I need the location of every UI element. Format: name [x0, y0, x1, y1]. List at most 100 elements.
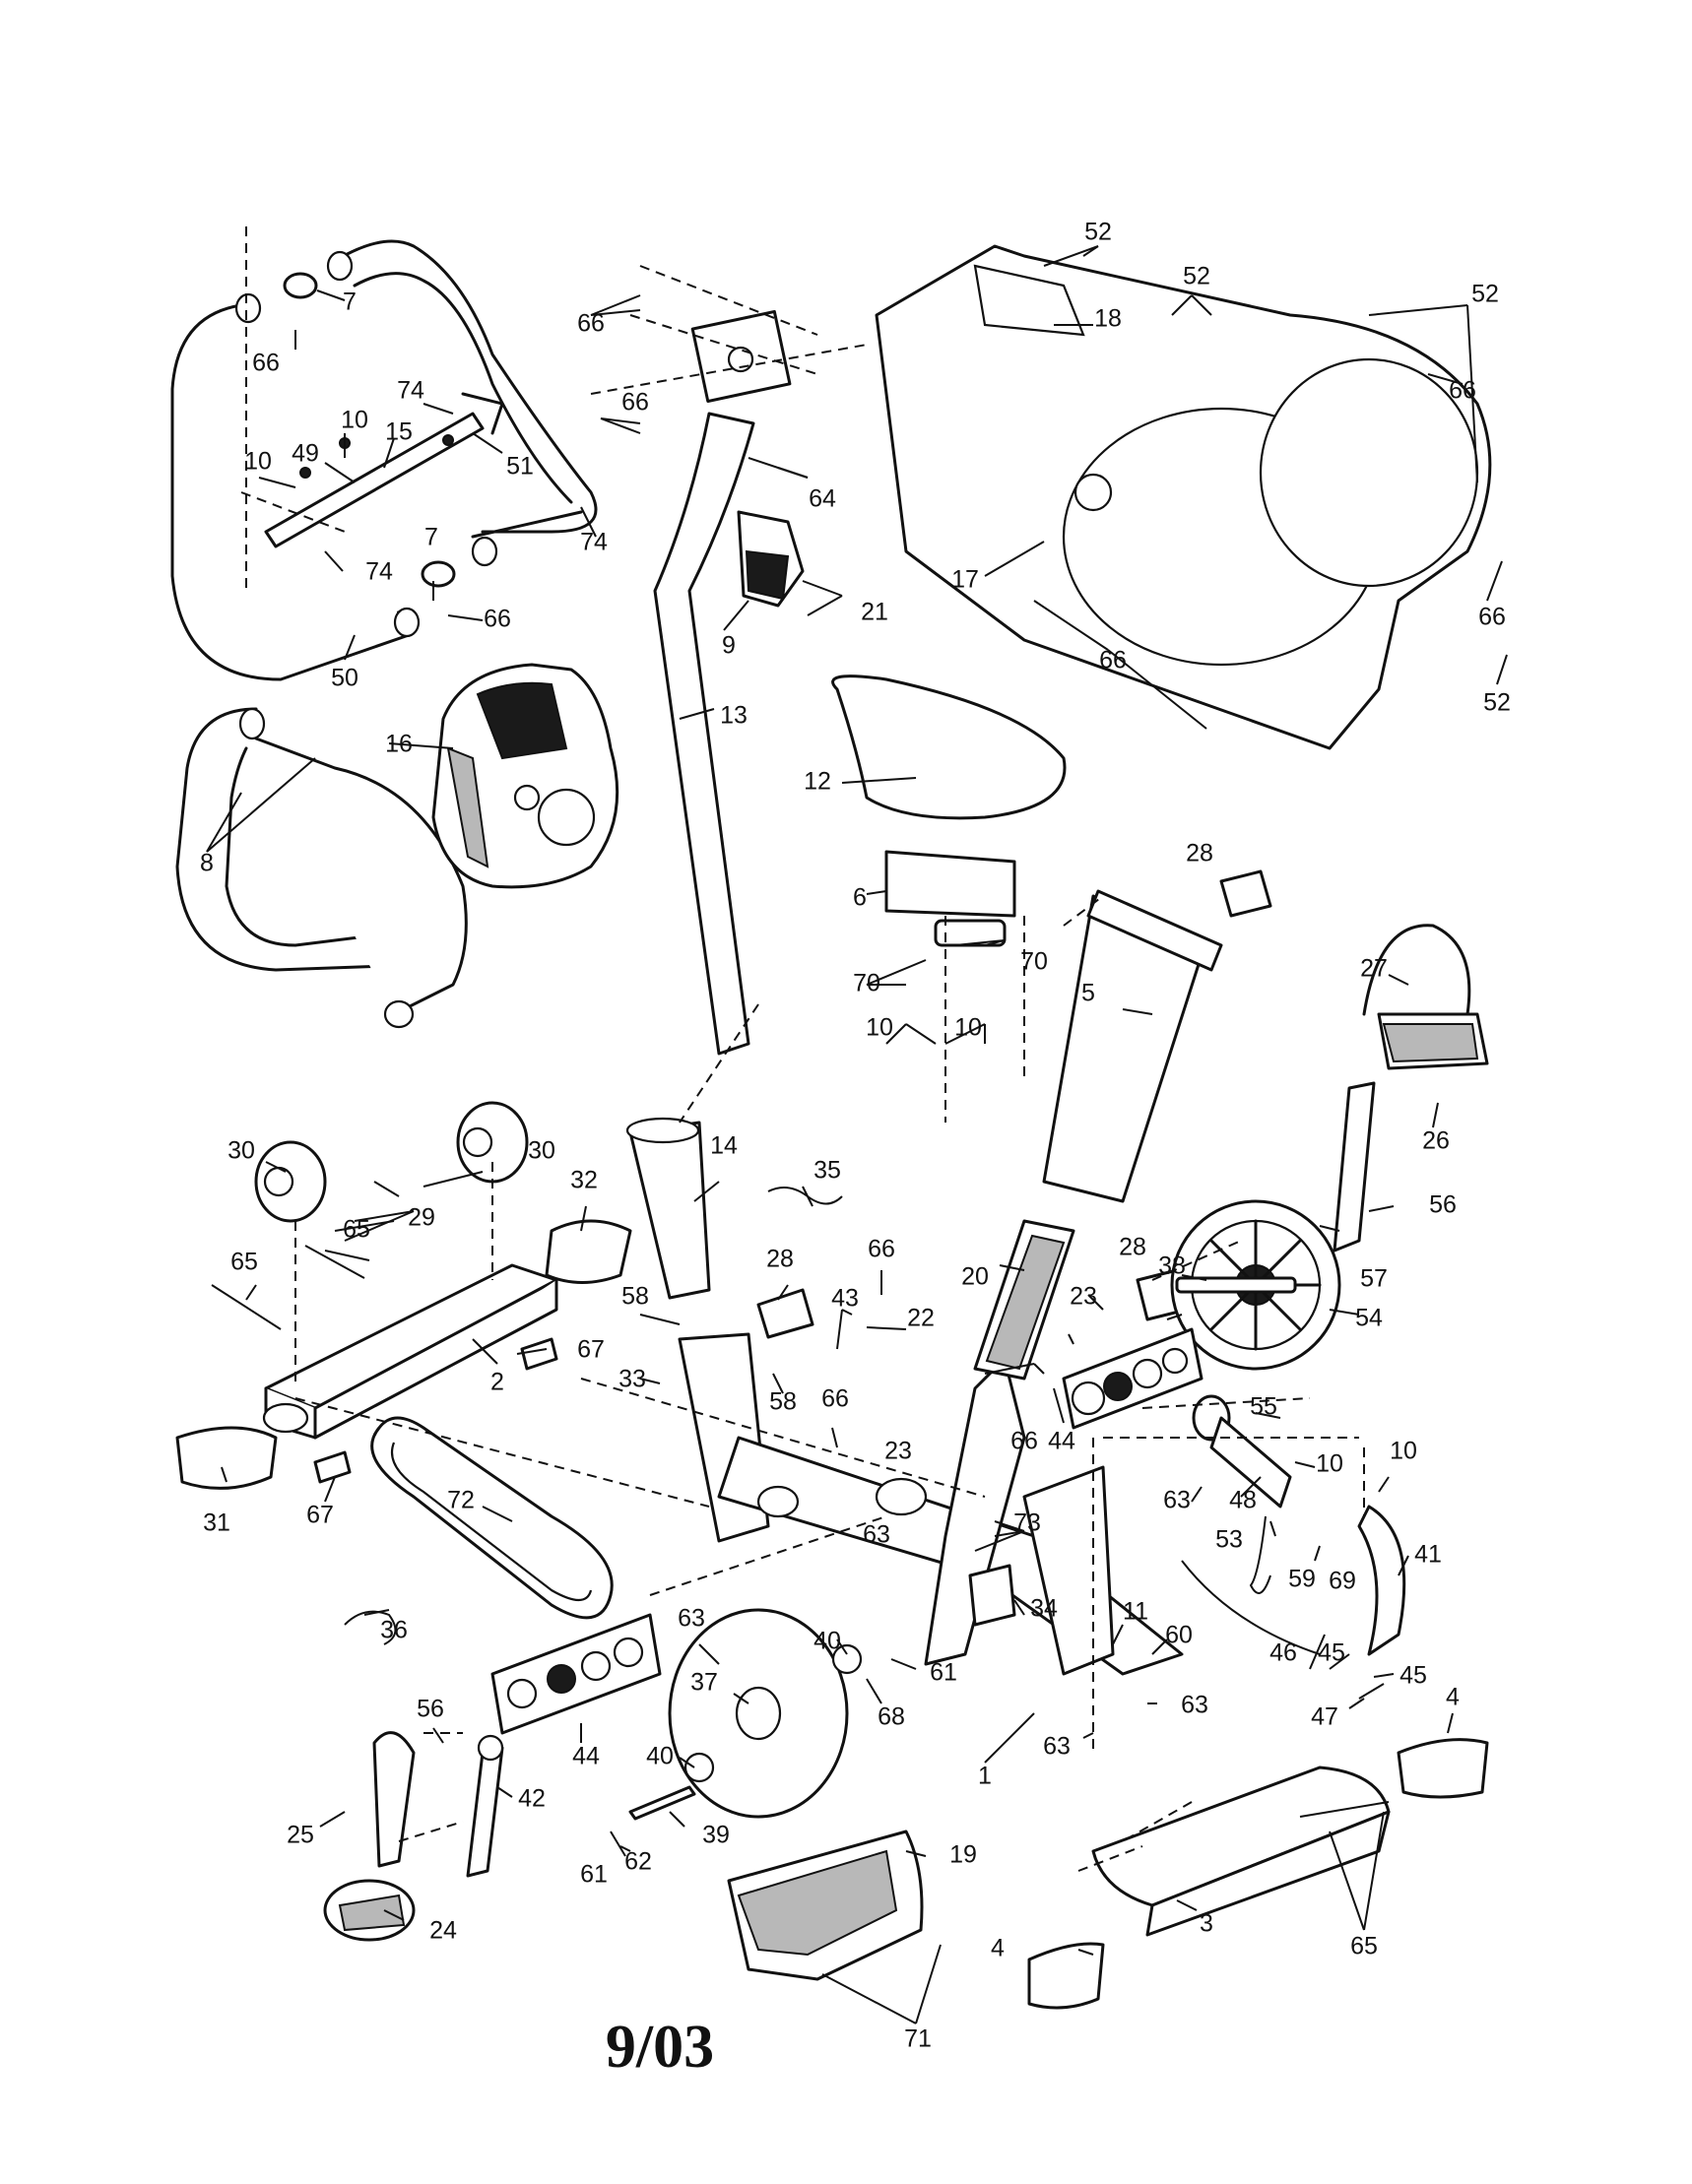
callout-31: 31 — [203, 1510, 230, 1537]
callout-7: 7 — [424, 524, 438, 551]
callout-59: 59 — [1288, 1566, 1316, 1593]
bolt-65-mid — [304, 1245, 365, 1279]
callout-66: 66 — [252, 350, 280, 377]
handle-20-drawing — [973, 1219, 1075, 1381]
pulley-37-drawing — [668, 1608, 863, 1819]
callout-67: 67 — [577, 1336, 605, 1364]
callout-10: 10 — [1390, 1438, 1417, 1465]
belt-72-drawing — [370, 1416, 614, 1620]
callout-34: 34 — [1030, 1595, 1058, 1623]
callout-9: 9 — [722, 632, 736, 660]
callout-58: 58 — [621, 1283, 649, 1311]
axle-39-drawing — [628, 1785, 696, 1821]
callout-74: 74 — [580, 529, 608, 556]
console-16-drawing — [431, 663, 619, 889]
callout-69: 69 — [1329, 1568, 1356, 1595]
callout-7: 7 — [343, 289, 357, 316]
knob-28-mid — [756, 1288, 814, 1339]
date-code: 9/03 — [605, 2014, 715, 2081]
callout-16: 16 — [385, 731, 413, 758]
callout-66: 66 — [1449, 377, 1476, 405]
callout-65: 65 — [230, 1249, 258, 1276]
bracket-15-drawing — [264, 392, 504, 548]
callout-3: 3 — [1200, 1910, 1213, 1938]
callout-10: 10 — [866, 1014, 893, 1042]
endcap-4-right — [1397, 1738, 1489, 1799]
callout-15: 15 — [385, 418, 413, 446]
bushing-7-lower — [421, 560, 456, 588]
callout-38: 38 — [1158, 1253, 1186, 1280]
callout-29: 29 — [408, 1204, 435, 1232]
bolt-65-left — [211, 1284, 282, 1330]
callout-10: 10 — [244, 448, 272, 476]
callout-56: 56 — [417, 1696, 444, 1723]
handlebar-51-drawing — [326, 239, 598, 567]
callout-39: 39 — [702, 1822, 730, 1849]
seat-12-drawing — [831, 674, 1067, 947]
callout-11: 11 — [1123, 1598, 1148, 1626]
callout-67: 67 — [306, 1502, 334, 1529]
callout-42: 42 — [518, 1785, 546, 1813]
callout-68: 68 — [878, 1703, 905, 1731]
callout-46: 46 — [1269, 1639, 1297, 1667]
callout-2: 2 — [490, 1369, 504, 1396]
arc-46-drawing — [1181, 1560, 1321, 1655]
callout-63: 63 — [1163, 1487, 1191, 1514]
idler-48-drawing — [1192, 1394, 1292, 1509]
flywheel-54-drawing — [1170, 1199, 1341, 1371]
leveler-67-right — [520, 1337, 558, 1371]
callout-60: 60 — [1165, 1622, 1193, 1649]
callout-22: 22 — [907, 1305, 935, 1332]
callout-52: 52 — [1471, 281, 1499, 308]
callout-50: 50 — [331, 665, 358, 692]
callout-43: 43 — [831, 1285, 859, 1313]
callout-27: 27 — [1360, 955, 1388, 983]
callout-49: 49 — [292, 440, 319, 468]
callout-66: 66 — [868, 1236, 895, 1263]
callout-47: 47 — [1311, 1703, 1338, 1731]
callout-44: 44 — [572, 1743, 600, 1770]
callout-10: 10 — [954, 1014, 982, 1042]
handlebar-50-drawing — [170, 292, 421, 681]
bracket-41-drawing — [1357, 1505, 1406, 1656]
bearing-set-44-upper — [1062, 1327, 1204, 1430]
roller-30-left — [254, 1140, 327, 1223]
callout-74: 74 — [365, 558, 393, 586]
callout-40: 40 — [813, 1628, 841, 1655]
bolt-65-rear — [1299, 1801, 1390, 1818]
sensor-34-drawing — [968, 1564, 1016, 1627]
endcap-31-drawing — [175, 1426, 278, 1490]
shroud-19-drawing — [727, 1830, 924, 1981]
callout-65: 65 — [1350, 1933, 1378, 1960]
callout-45: 45 — [1318, 1639, 1345, 1667]
callout-40: 40 — [646, 1743, 674, 1770]
seat-post-5-drawing — [1042, 889, 1223, 1203]
handlebar-8-drawing — [175, 707, 468, 1029]
bushing-7-top — [283, 272, 318, 299]
callout-17: 17 — [951, 566, 979, 594]
bearing-set-44-lower — [490, 1613, 662, 1735]
callout-1: 1 — [978, 1763, 992, 1790]
stabilizer-2-drawing — [262, 1263, 558, 1440]
callout-30: 30 — [228, 1137, 255, 1165]
callout-66: 66 — [577, 310, 605, 338]
bottle-holder-9-drawing — [737, 510, 805, 608]
callout-25: 25 — [287, 1822, 314, 1849]
callout-63: 63 — [678, 1605, 705, 1633]
callout-61: 61 — [580, 1861, 608, 1889]
callout-63: 63 — [1181, 1692, 1208, 1719]
callout-56: 56 — [1429, 1191, 1457, 1219]
callout-10: 10 — [341, 407, 368, 434]
callout-58: 58 — [769, 1388, 797, 1416]
callout-23: 23 — [884, 1438, 912, 1465]
callout-33: 33 — [618, 1366, 646, 1393]
callout-28: 28 — [1119, 1234, 1146, 1261]
callout-6: 6 — [853, 884, 867, 912]
callout-20: 20 — [961, 1263, 989, 1291]
callout-71: 71 — [904, 2025, 932, 2053]
callout-18: 18 — [1094, 305, 1122, 333]
callout-28: 28 — [766, 1246, 794, 1273]
sleeve-14-drawing — [625, 1117, 711, 1300]
endcap-32-drawing — [545, 1219, 632, 1284]
callout-61: 61 — [930, 1659, 957, 1687]
